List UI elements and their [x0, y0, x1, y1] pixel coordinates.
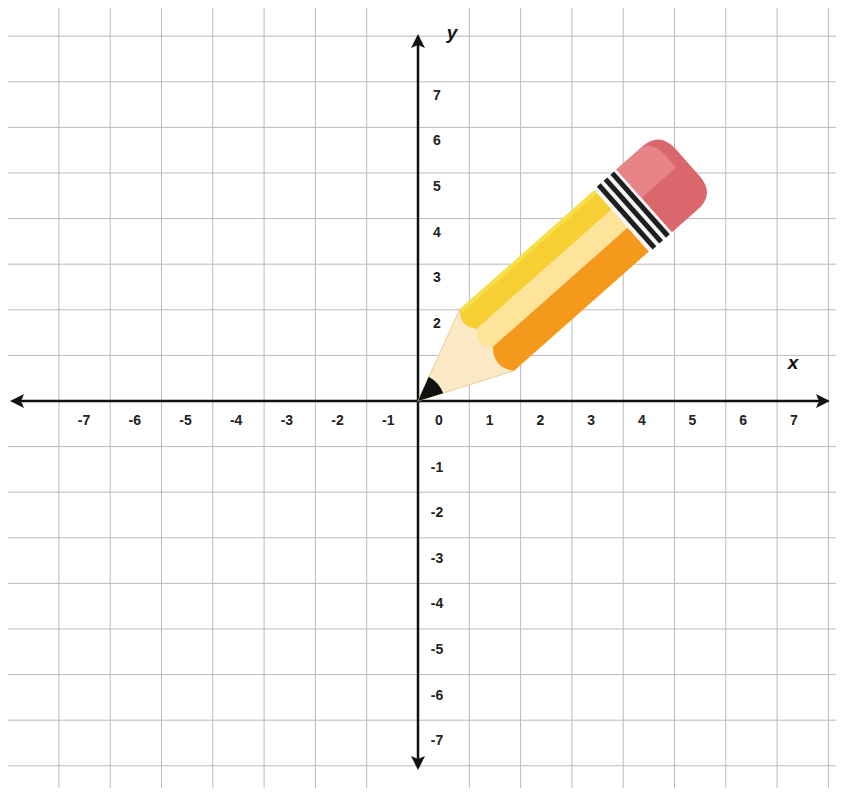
y-axis [417, 38, 420, 766]
grid-line [828, 8, 829, 788]
axis-label: x [786, 352, 801, 373]
grid-line [8, 446, 836, 447]
tick-label: -5 [177, 412, 193, 428]
grid-line [366, 8, 367, 788]
tick-label: 3 [585, 412, 597, 428]
tick-label: -4 [429, 595, 445, 611]
pencil-edge [460, 190, 597, 312]
tick-label: -5 [429, 641, 445, 657]
tick-label: 3 [431, 269, 443, 285]
tick-label: -3 [429, 550, 445, 566]
axis-label: y [445, 22, 460, 43]
grid-line [8, 127, 836, 128]
tick-label: 6 [737, 412, 749, 428]
tick-label: 6 [431, 132, 443, 148]
grid-line [8, 218, 836, 219]
grid-line [8, 36, 836, 37]
tick-label: 2 [431, 315, 443, 331]
eraser-highlight [616, 139, 676, 198]
tick-label: -6 [429, 687, 445, 703]
tick-label: 4 [431, 224, 443, 240]
grid-line [8, 720, 836, 721]
tick-label: 4 [636, 412, 648, 428]
axes [10, 34, 830, 770]
arrow-head [10, 394, 24, 408]
tick-label: -2 [429, 504, 445, 520]
arrow-head [816, 394, 830, 408]
grid-line [8, 355, 836, 356]
grid-line [674, 8, 675, 788]
grid-line [725, 8, 726, 788]
tick-label: 7 [431, 87, 443, 103]
grid-line [8, 583, 836, 584]
tick-label: -7 [429, 732, 445, 748]
grid-line [161, 8, 162, 788]
grid-line [777, 8, 778, 788]
grid-line [469, 8, 470, 788]
grid-line [58, 8, 59, 788]
tick-label: 0 [433, 412, 445, 428]
grid-line [110, 8, 111, 788]
tick-label: 5 [431, 178, 443, 194]
grid-line [8, 674, 836, 675]
grid-line [8, 537, 836, 538]
tick-label: 2 [534, 412, 546, 428]
grid-line [264, 8, 265, 788]
pencil-eraser [616, 131, 715, 232]
pencil-illustration [390, 131, 715, 432]
grid-lines [8, 8, 836, 788]
grid-line [571, 8, 572, 788]
grid-line [8, 81, 836, 82]
arrow-head [411, 34, 425, 48]
grid-line [8, 492, 836, 493]
tick-label: -4 [228, 412, 244, 428]
tick-label: 7 [788, 412, 800, 428]
grid-line [520, 8, 521, 788]
tick-label: -6 [127, 412, 143, 428]
arrow-head [411, 756, 425, 770]
tick-label: -7 [76, 412, 92, 428]
grid-line [212, 8, 213, 788]
tick-label: -1 [380, 412, 396, 428]
grid-line [8, 309, 836, 310]
pencil-band [488, 228, 649, 376]
grid-line [8, 264, 836, 265]
grid-line [8, 629, 836, 630]
tick-label: 5 [687, 412, 699, 428]
tick-label: -2 [329, 412, 345, 428]
grid-line [8, 173, 836, 174]
grid-line [623, 8, 624, 788]
tick-label: 1 [484, 412, 496, 428]
tick-label: -3 [279, 412, 295, 428]
grid-line [8, 765, 836, 766]
grid-line [315, 8, 316, 788]
pencil-lead [411, 376, 445, 410]
tick-label: -1 [429, 459, 445, 475]
